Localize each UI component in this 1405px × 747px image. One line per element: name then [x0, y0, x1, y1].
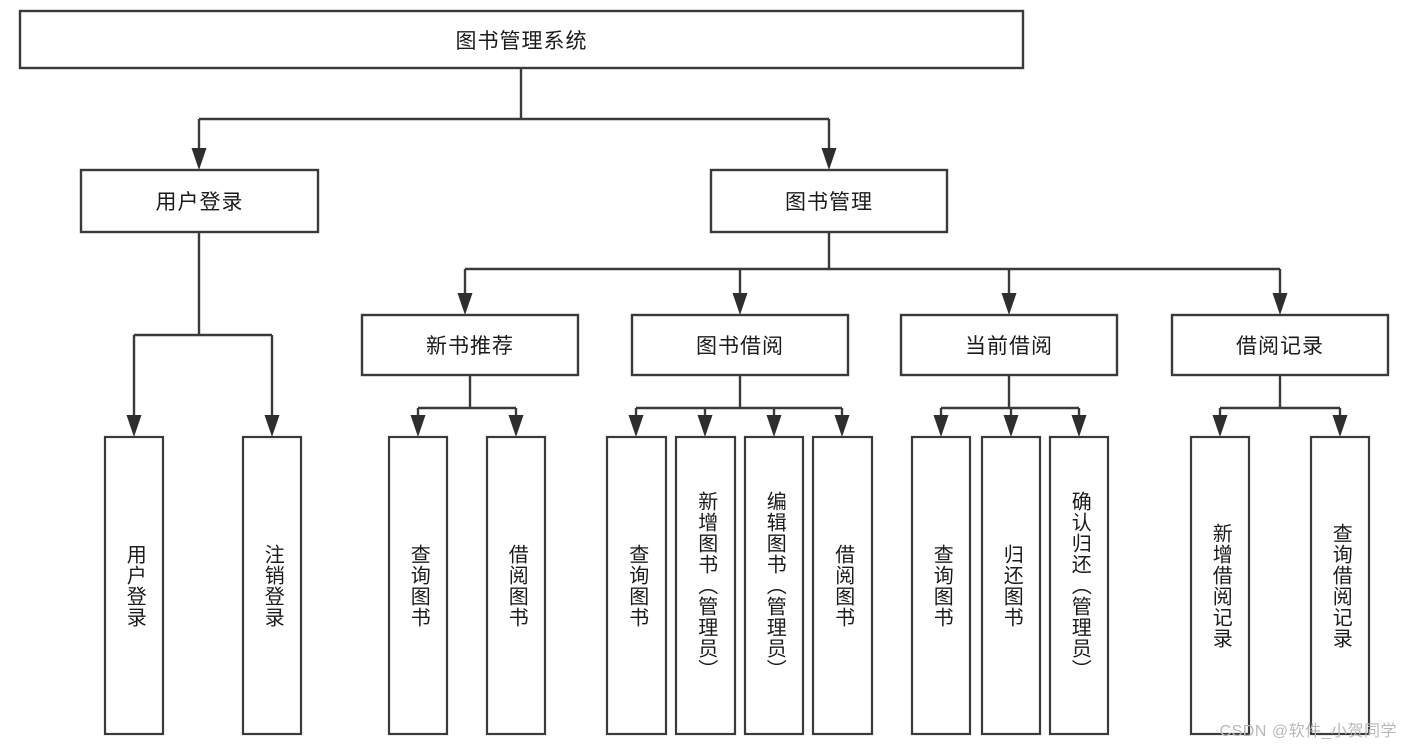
arrow-head-root-drop-book-management: [821, 148, 837, 170]
arrow-head-nb-drop-2: [508, 415, 524, 437]
connector-arrow-bm-drop-new-book: [457, 269, 473, 315]
node-box-layer: [18, 9, 1390, 736]
watermark-text: CSDN @软件_小贺同学: [1219, 723, 1397, 740]
node-book-borrow-box: [630, 313, 850, 377]
connector-arrow-nb-drop-2: [508, 408, 524, 437]
arrow-head-bm-drop-current-borrow: [1001, 293, 1017, 315]
arrow-head-root-drop-user-login: [191, 148, 207, 170]
connector-arrow-br-drop-2: [1332, 408, 1348, 437]
connector-arrow-bb-drop-3: [766, 408, 782, 437]
node-leaf-query-book-borrow-box: [605, 435, 668, 736]
node-leaf-borrow-book-recommend-box: [485, 435, 547, 736]
connector-arrow-br-drop-1: [1212, 408, 1228, 437]
arrow-head-br-drop-2: [1332, 415, 1348, 437]
node-book-management-box: [709, 168, 949, 234]
connector-arrow-cb-drop-1: [933, 408, 949, 437]
arrow-head-bm-drop-new-book: [457, 293, 473, 315]
node-leaf-query-borrow-record-box: [1309, 435, 1371, 736]
arrow-head-nb-drop-1: [410, 415, 426, 437]
node-borrow-record-box: [1170, 313, 1390, 377]
node-leaf-edit-book-admin-box: [743, 435, 805, 736]
connector-arrow-root-drop-user-login: [191, 119, 207, 170]
connector-arrow-nb-drop-1: [410, 408, 426, 437]
arrow-head-ul-drop-1: [126, 415, 142, 437]
node-leaf-add-book-admin-box: [674, 435, 737, 736]
node-new-book-recommend-box: [360, 313, 580, 377]
arrow-head-bb-drop-3: [766, 415, 782, 437]
arrow-head-bm-drop-book-borrow: [732, 293, 748, 315]
arrow-head-bb-drop-1: [628, 415, 644, 437]
connector-arrow-cb-drop-3: [1071, 408, 1087, 437]
node-leaf-add-borrow-record-box: [1189, 435, 1251, 736]
arrow-head-cb-drop-2: [1003, 415, 1019, 437]
node-leaf-query-book-current-box: [910, 435, 972, 736]
connector-arrow-bb-drop-2: [697, 408, 713, 437]
arrow-head-bb-drop-4: [834, 415, 850, 437]
connector-arrow-cb-drop-2: [1003, 408, 1019, 437]
arrow-head-cb-drop-1: [933, 415, 949, 437]
arrow-head-br-drop-1: [1212, 415, 1228, 437]
connector-arrow-bb-drop-1: [628, 408, 644, 437]
node-leaf-return-book-box: [980, 435, 1042, 736]
node-leaf-query-book-recommend-box: [387, 435, 449, 736]
connector-arrow-bm-drop-current-borrow: [1001, 269, 1017, 315]
node-user-login-box: [79, 168, 320, 234]
connector-arrow-ul-drop-2: [264, 335, 280, 437]
node-leaf-logout-login-box: [241, 435, 303, 736]
connector-arrow-bm-drop-borrow-record: [1272, 269, 1288, 315]
connector-layer: [126, 68, 1348, 437]
node-root-box: [18, 9, 1025, 70]
node-leaf-user-login-box: [103, 435, 165, 736]
arrow-head-ul-drop-2: [264, 415, 280, 437]
arrow-head-bm-drop-borrow-record: [1272, 293, 1288, 315]
connector-arrow-ul-drop-1: [126, 335, 142, 437]
connector-arrow-bb-drop-4: [834, 408, 850, 437]
connector-arrow-root-drop-book-management: [821, 119, 837, 170]
node-leaf-confirm-return-admin-box: [1048, 435, 1110, 736]
node-current-borrow-box: [899, 313, 1119, 377]
arrow-head-bb-drop-2: [697, 415, 713, 437]
node-leaf-borrow-book-box: [811, 435, 874, 736]
connector-arrow-bm-drop-book-borrow: [732, 269, 748, 315]
arrow-head-cb-drop-3: [1071, 415, 1087, 437]
